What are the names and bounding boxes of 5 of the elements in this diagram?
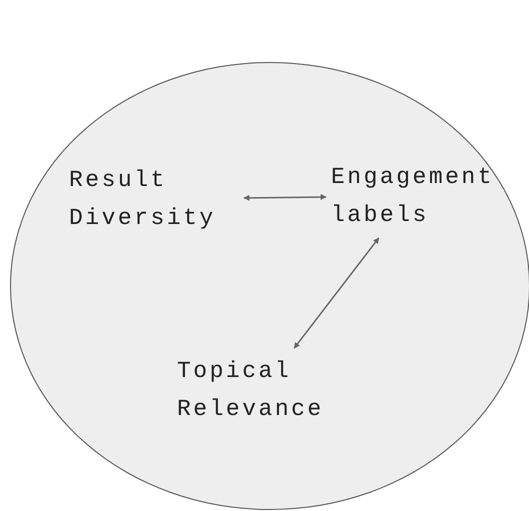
node-label: Result Diversity [69,166,217,233]
arrow [294,238,380,348]
node-label: Engagement labels [331,163,491,230]
node-label: Topical Relevance [177,357,325,424]
arrow [243,194,327,201]
